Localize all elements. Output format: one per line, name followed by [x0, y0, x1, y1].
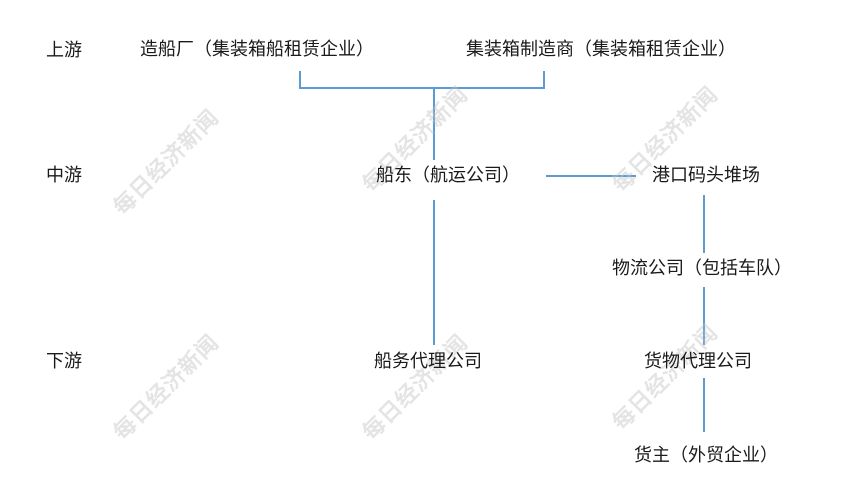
- node-container-maker: 集装箱制造商（集装箱租赁企业）: [466, 39, 736, 60]
- tier-label-upstream: 上游: [46, 40, 82, 61]
- node-cargo-owner: 货主（外贸企业）: [634, 445, 778, 466]
- bracket-upstream: [299, 71, 545, 89]
- node-port: 港口码头堆场: [652, 165, 760, 186]
- node-ship-agency: 船务代理公司: [374, 351, 482, 372]
- tier-label-downstream: 下游: [46, 351, 82, 372]
- node-freight-agency: 货物代理公司: [644, 351, 752, 372]
- node-shipyard: 造船厂（集装箱船租赁企业）: [140, 39, 374, 60]
- node-shipowner: 船东（航运公司）: [376, 165, 520, 186]
- node-logistics: 物流公司（包括车队）: [612, 258, 792, 279]
- tier-label-midstream: 中游: [46, 165, 82, 186]
